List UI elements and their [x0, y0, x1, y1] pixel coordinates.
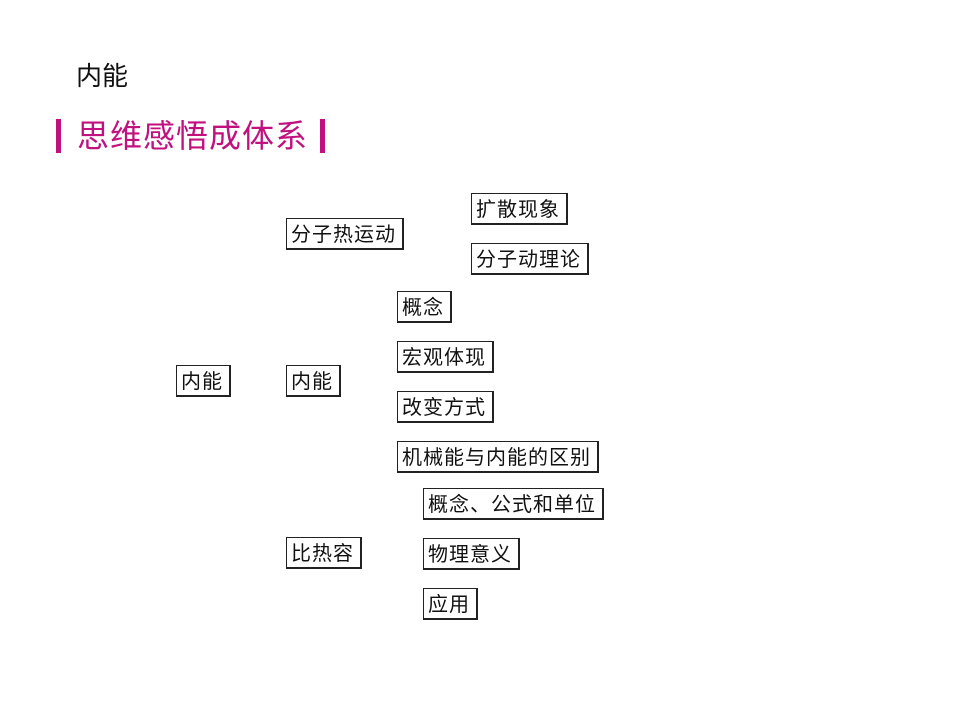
root-node: 内能	[176, 365, 231, 397]
leaf-kinetic-theory: 分子动理论	[471, 243, 589, 275]
node-internal-energy: 内能	[286, 365, 341, 397]
heading-left-bar	[56, 119, 61, 153]
leaf-macro-manifestation: 宏观体现	[397, 341, 494, 373]
leaf-diffusion: 扩散现象	[471, 193, 568, 225]
leaf-ways-to-change: 改变方式	[397, 391, 494, 423]
leaf-concept-formula-unit: 概念、公式和单位	[423, 488, 604, 520]
leaf-mechanical-vs-internal: 机械能与内能的区别	[397, 441, 599, 473]
heading-text: 思维感悟成体系	[77, 117, 309, 155]
leaf-physical-meaning: 物理意义	[423, 538, 520, 570]
heading-right-bar	[320, 119, 326, 153]
node-specific-heat: 比热容	[286, 537, 362, 569]
slide-topic: 内能	[76, 62, 129, 92]
node-molecular-motion: 分子热运动	[286, 218, 404, 250]
section-heading: 思维感悟成体系	[56, 114, 326, 158]
leaf-concept: 概念	[397, 291, 452, 323]
leaf-application: 应用	[423, 588, 478, 620]
